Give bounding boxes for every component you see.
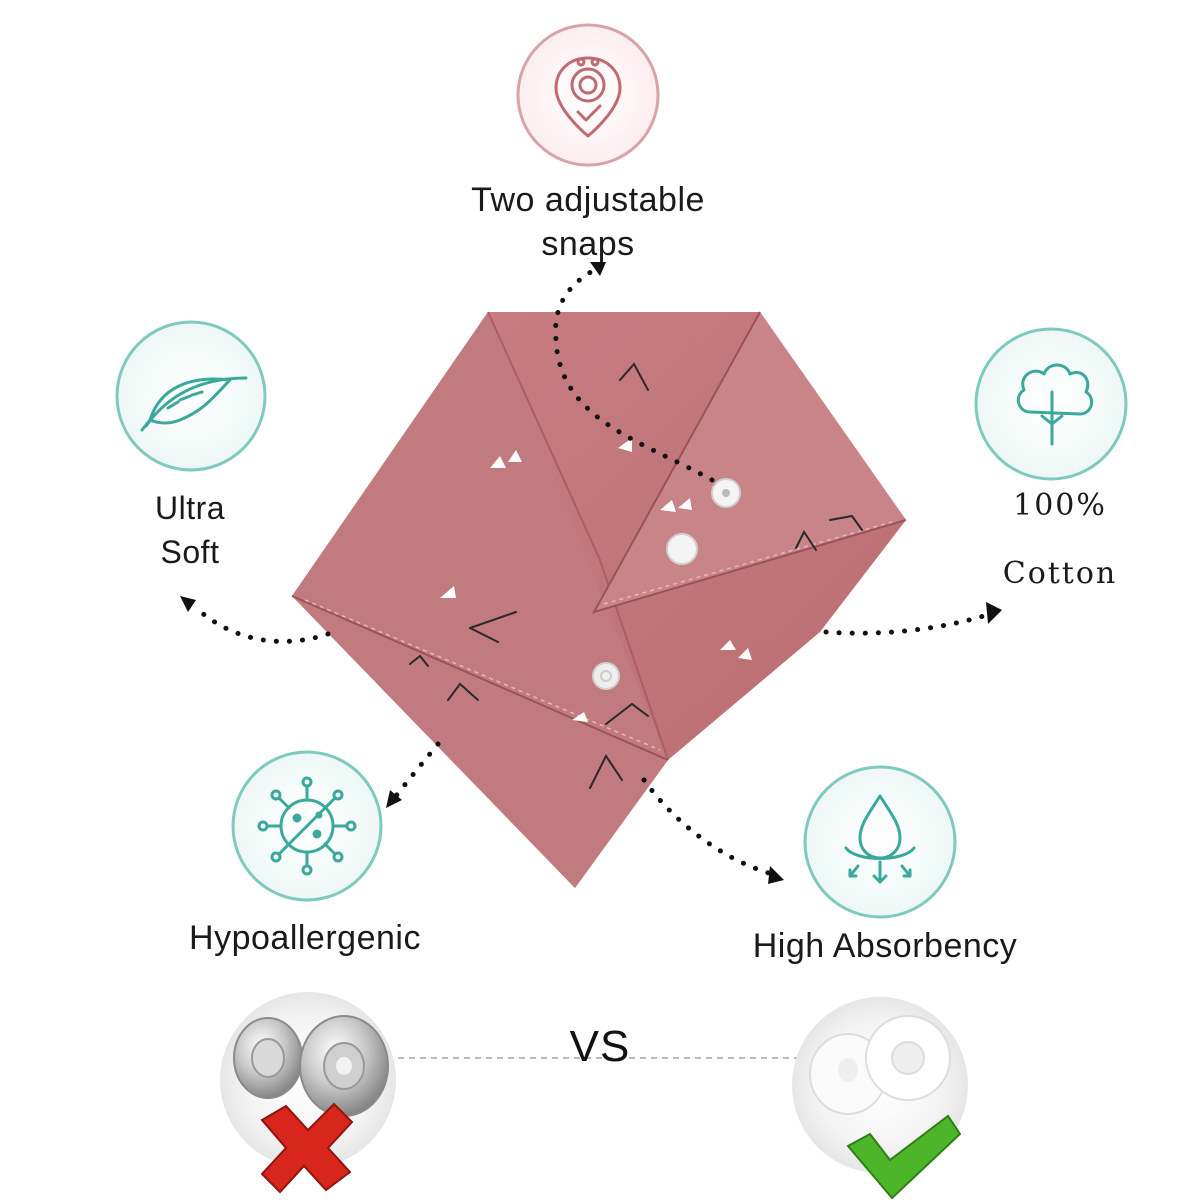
absorb-icon-badge <box>803 765 957 919</box>
water-drop-icon <box>844 794 916 884</box>
magnetic-button-icon <box>233 1015 389 1117</box>
red-cross-icon <box>260 1102 354 1194</box>
bandana-bib <box>291 311 907 888</box>
plastic-snap-badge <box>792 997 968 1200</box>
plastic-snap-icon <box>809 1015 951 1115</box>
hypo-label: Hypoallergenic <box>189 919 421 957</box>
cotton-plant-icon <box>1016 363 1094 446</box>
cotton-icon-badge <box>974 327 1128 481</box>
hypo-icon-badge <box>231 750 383 902</box>
snaps-label: Two adjustable snaps <box>438 178 738 266</box>
arrow-heads <box>180 262 1002 884</box>
soft-label-line2: Soft <box>160 534 220 570</box>
virus-icon <box>257 776 357 876</box>
soft-icon-badge <box>115 320 267 472</box>
pointer-arrows <box>191 265 993 877</box>
snaps-label-line2: snaps <box>541 225 635 263</box>
magnetic-button-badge <box>220 992 396 1194</box>
cotton-label-line2: Cotton <box>1002 556 1118 591</box>
bib-snap-buttons <box>592 478 741 690</box>
soft-label: Ultra Soft <box>110 486 270 574</box>
bib-snap-icon <box>554 56 622 138</box>
snaps-icon-badge <box>516 23 660 167</box>
snaps-label-line1: Two adjustable <box>471 181 705 219</box>
soft-label-line1: Ultra <box>154 490 226 526</box>
vs-label: VS <box>569 1022 631 1071</box>
absorb-label: High Absorbency <box>752 927 1018 965</box>
green-check-icon <box>846 1114 962 1200</box>
cotton-label: 100% Cotton <box>960 484 1160 596</box>
feather-icon <box>140 376 248 432</box>
cotton-label-line1: 100% <box>1013 488 1107 523</box>
